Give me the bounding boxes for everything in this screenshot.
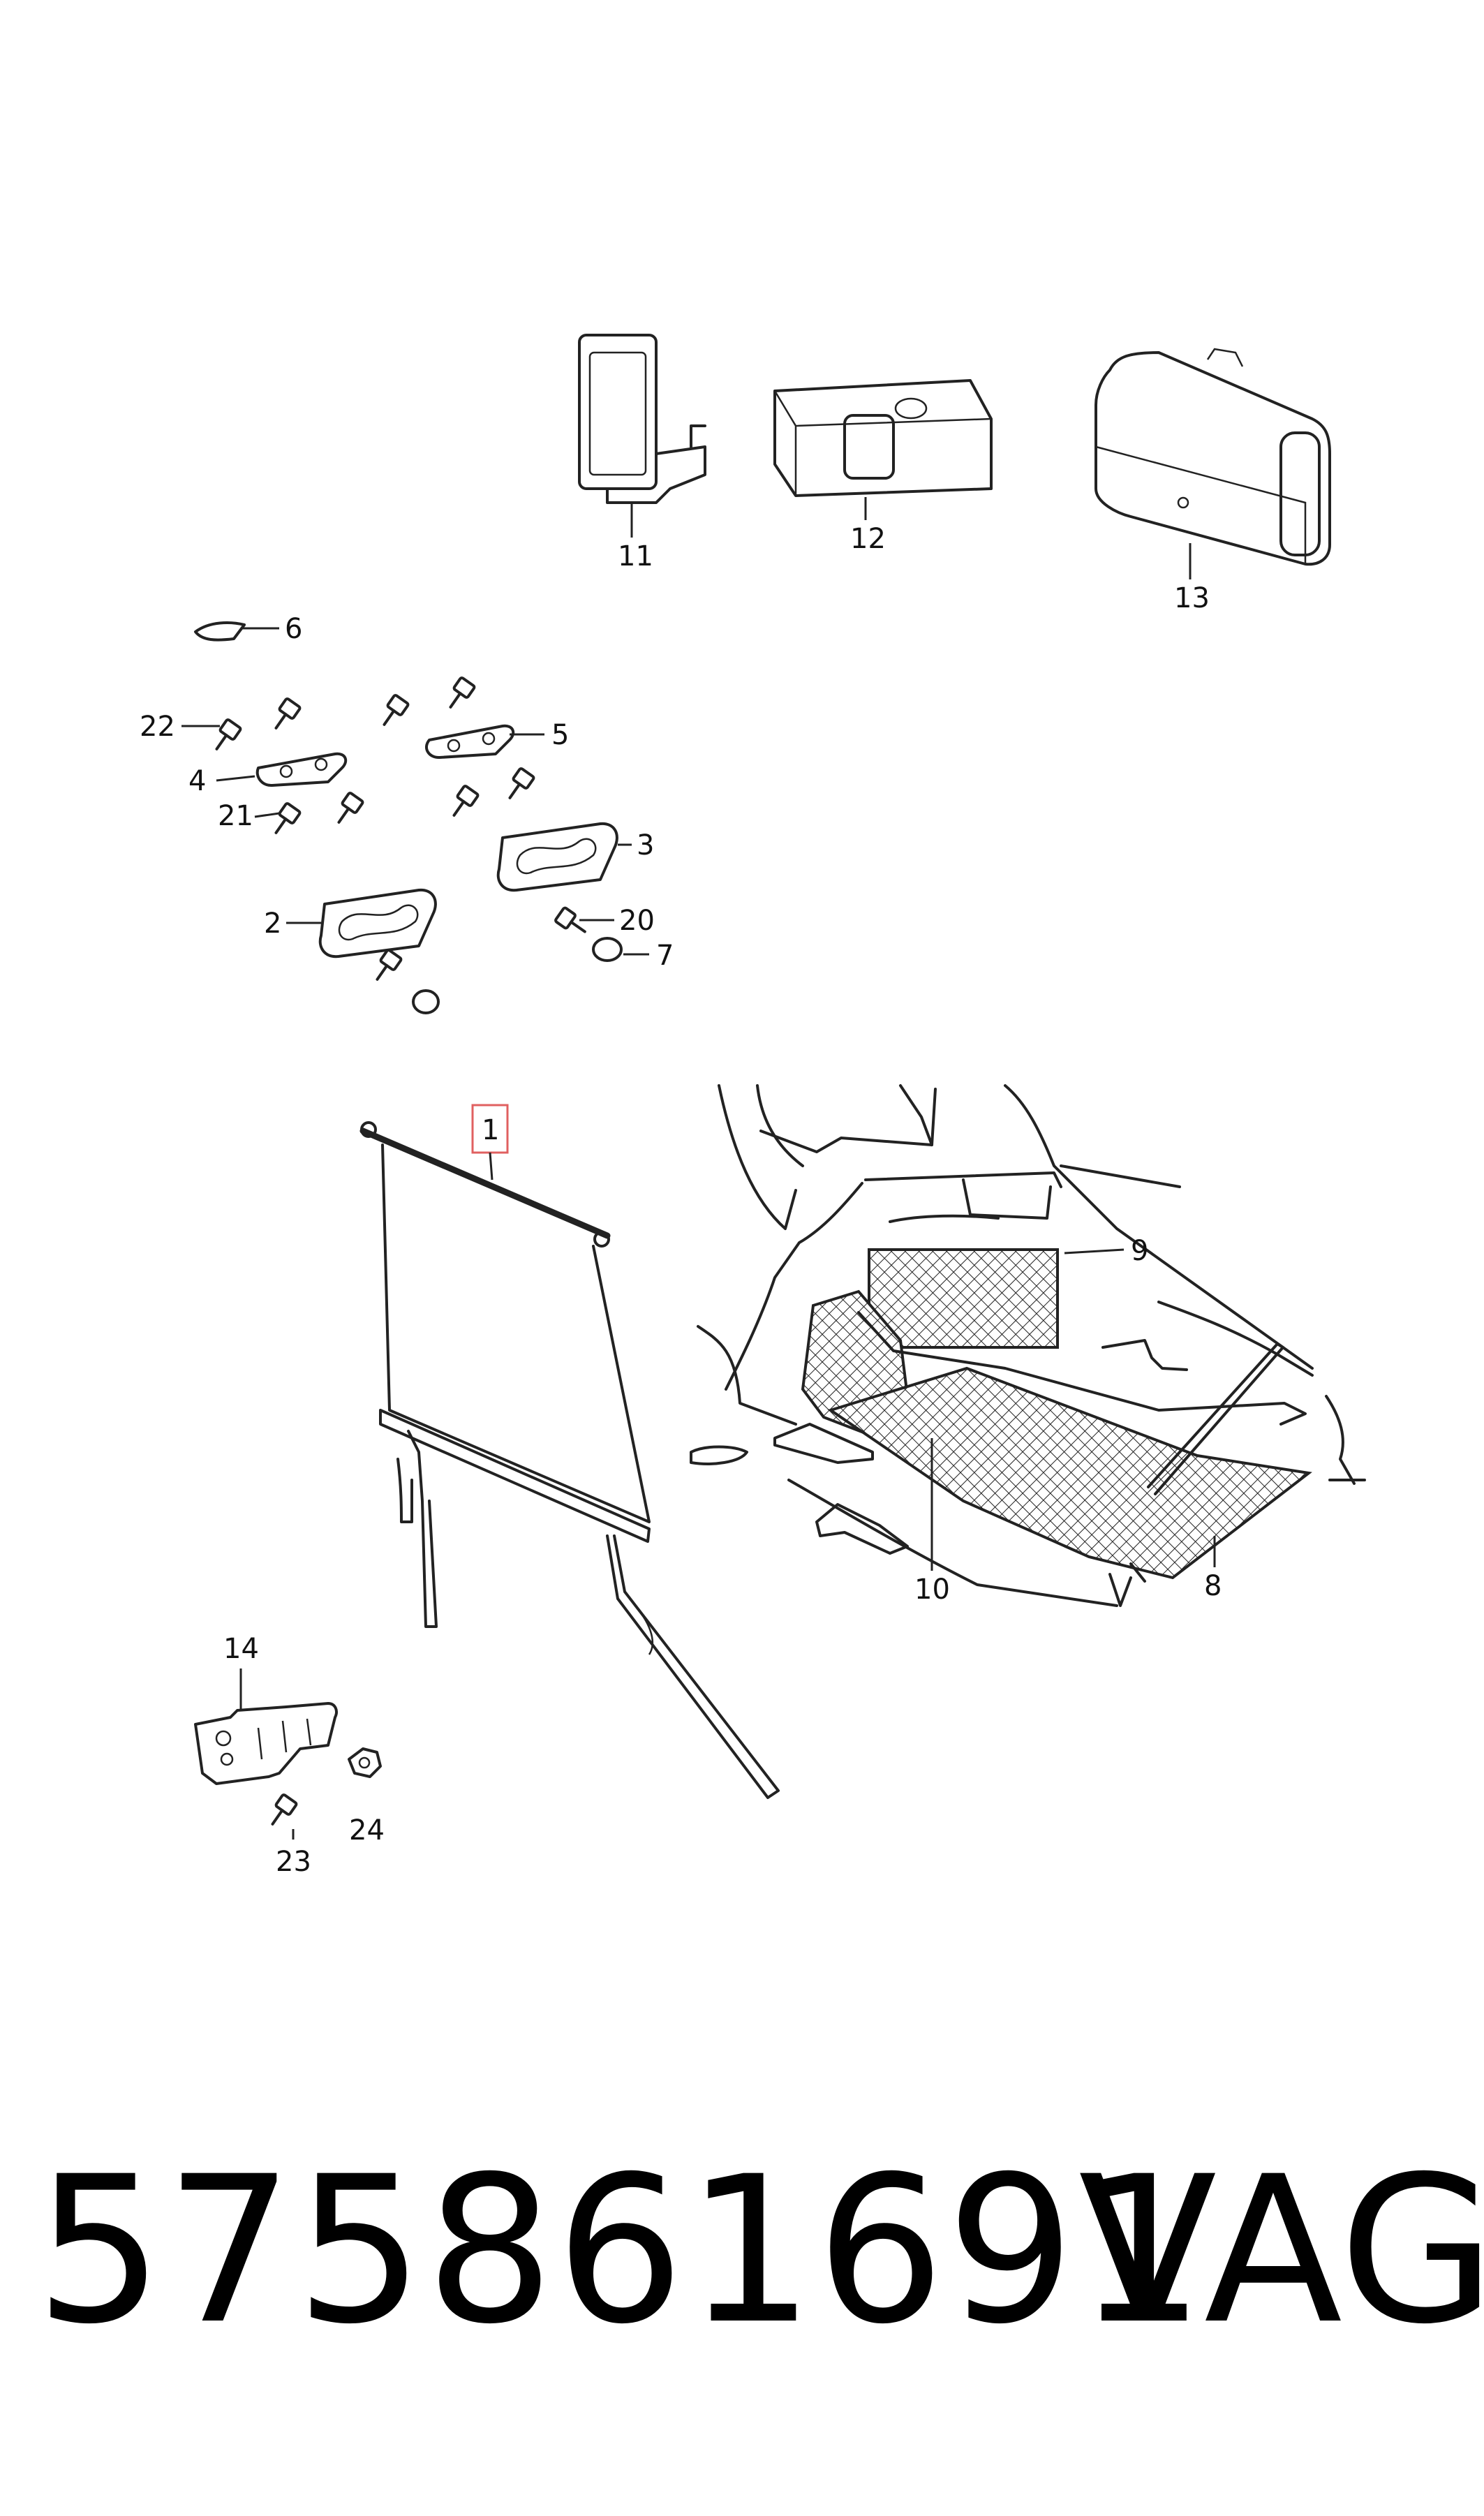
part-2-handle bbox=[286, 888, 437, 959]
part-11-phone-holder bbox=[578, 334, 706, 538]
part-5-bracket bbox=[425, 724, 544, 759]
trunk-interior bbox=[690, 1084, 1356, 1607]
part-12-clip bbox=[773, 379, 993, 520]
part-1-roller-blind bbox=[359, 1121, 780, 1799]
part-4-bracket bbox=[216, 752, 348, 787]
callout-5: 5 bbox=[551, 719, 569, 751]
callout-12: 12 bbox=[850, 523, 886, 555]
callout-11: 11 bbox=[618, 540, 653, 572]
part-23-screw bbox=[271, 1793, 298, 1840]
screw-cluster bbox=[215, 676, 586, 981]
callout-1: 1 bbox=[482, 1114, 499, 1146]
part-number: 575861691 bbox=[35, 2133, 1207, 2369]
part-13-pouch bbox=[1095, 348, 1331, 579]
callout-8: 8 bbox=[1204, 1570, 1222, 1602]
callout-9: 9 bbox=[1131, 1235, 1148, 1267]
part-7-caps bbox=[412, 937, 649, 1014]
callout-14: 14 bbox=[223, 1633, 259, 1665]
part-8-floor-net bbox=[827, 1311, 1366, 1607]
callout-20: 20 bbox=[619, 905, 655, 937]
part-9-rear-net bbox=[868, 1248, 1059, 1349]
callout-4: 4 bbox=[188, 765, 206, 797]
callout-23: 23 bbox=[276, 1846, 311, 1878]
callout-7: 7 bbox=[656, 940, 674, 972]
part-3-handle bbox=[496, 822, 632, 892]
callout-10: 10 bbox=[914, 1574, 950, 1606]
part-14-bracket bbox=[194, 1668, 338, 1785]
callout-3: 3 bbox=[637, 829, 654, 861]
part-24-nut bbox=[348, 1747, 382, 1778]
callout-6: 6 bbox=[285, 613, 302, 645]
callout-21: 21 bbox=[218, 800, 253, 832]
callout-13: 13 bbox=[1174, 582, 1210, 614]
callout-24: 24 bbox=[349, 1814, 385, 1847]
part-6-clip bbox=[194, 621, 279, 642]
callout-22: 22 bbox=[140, 711, 175, 743]
brand-label: VAG bbox=[1078, 2133, 1484, 2369]
callout-2: 2 bbox=[264, 908, 281, 940]
